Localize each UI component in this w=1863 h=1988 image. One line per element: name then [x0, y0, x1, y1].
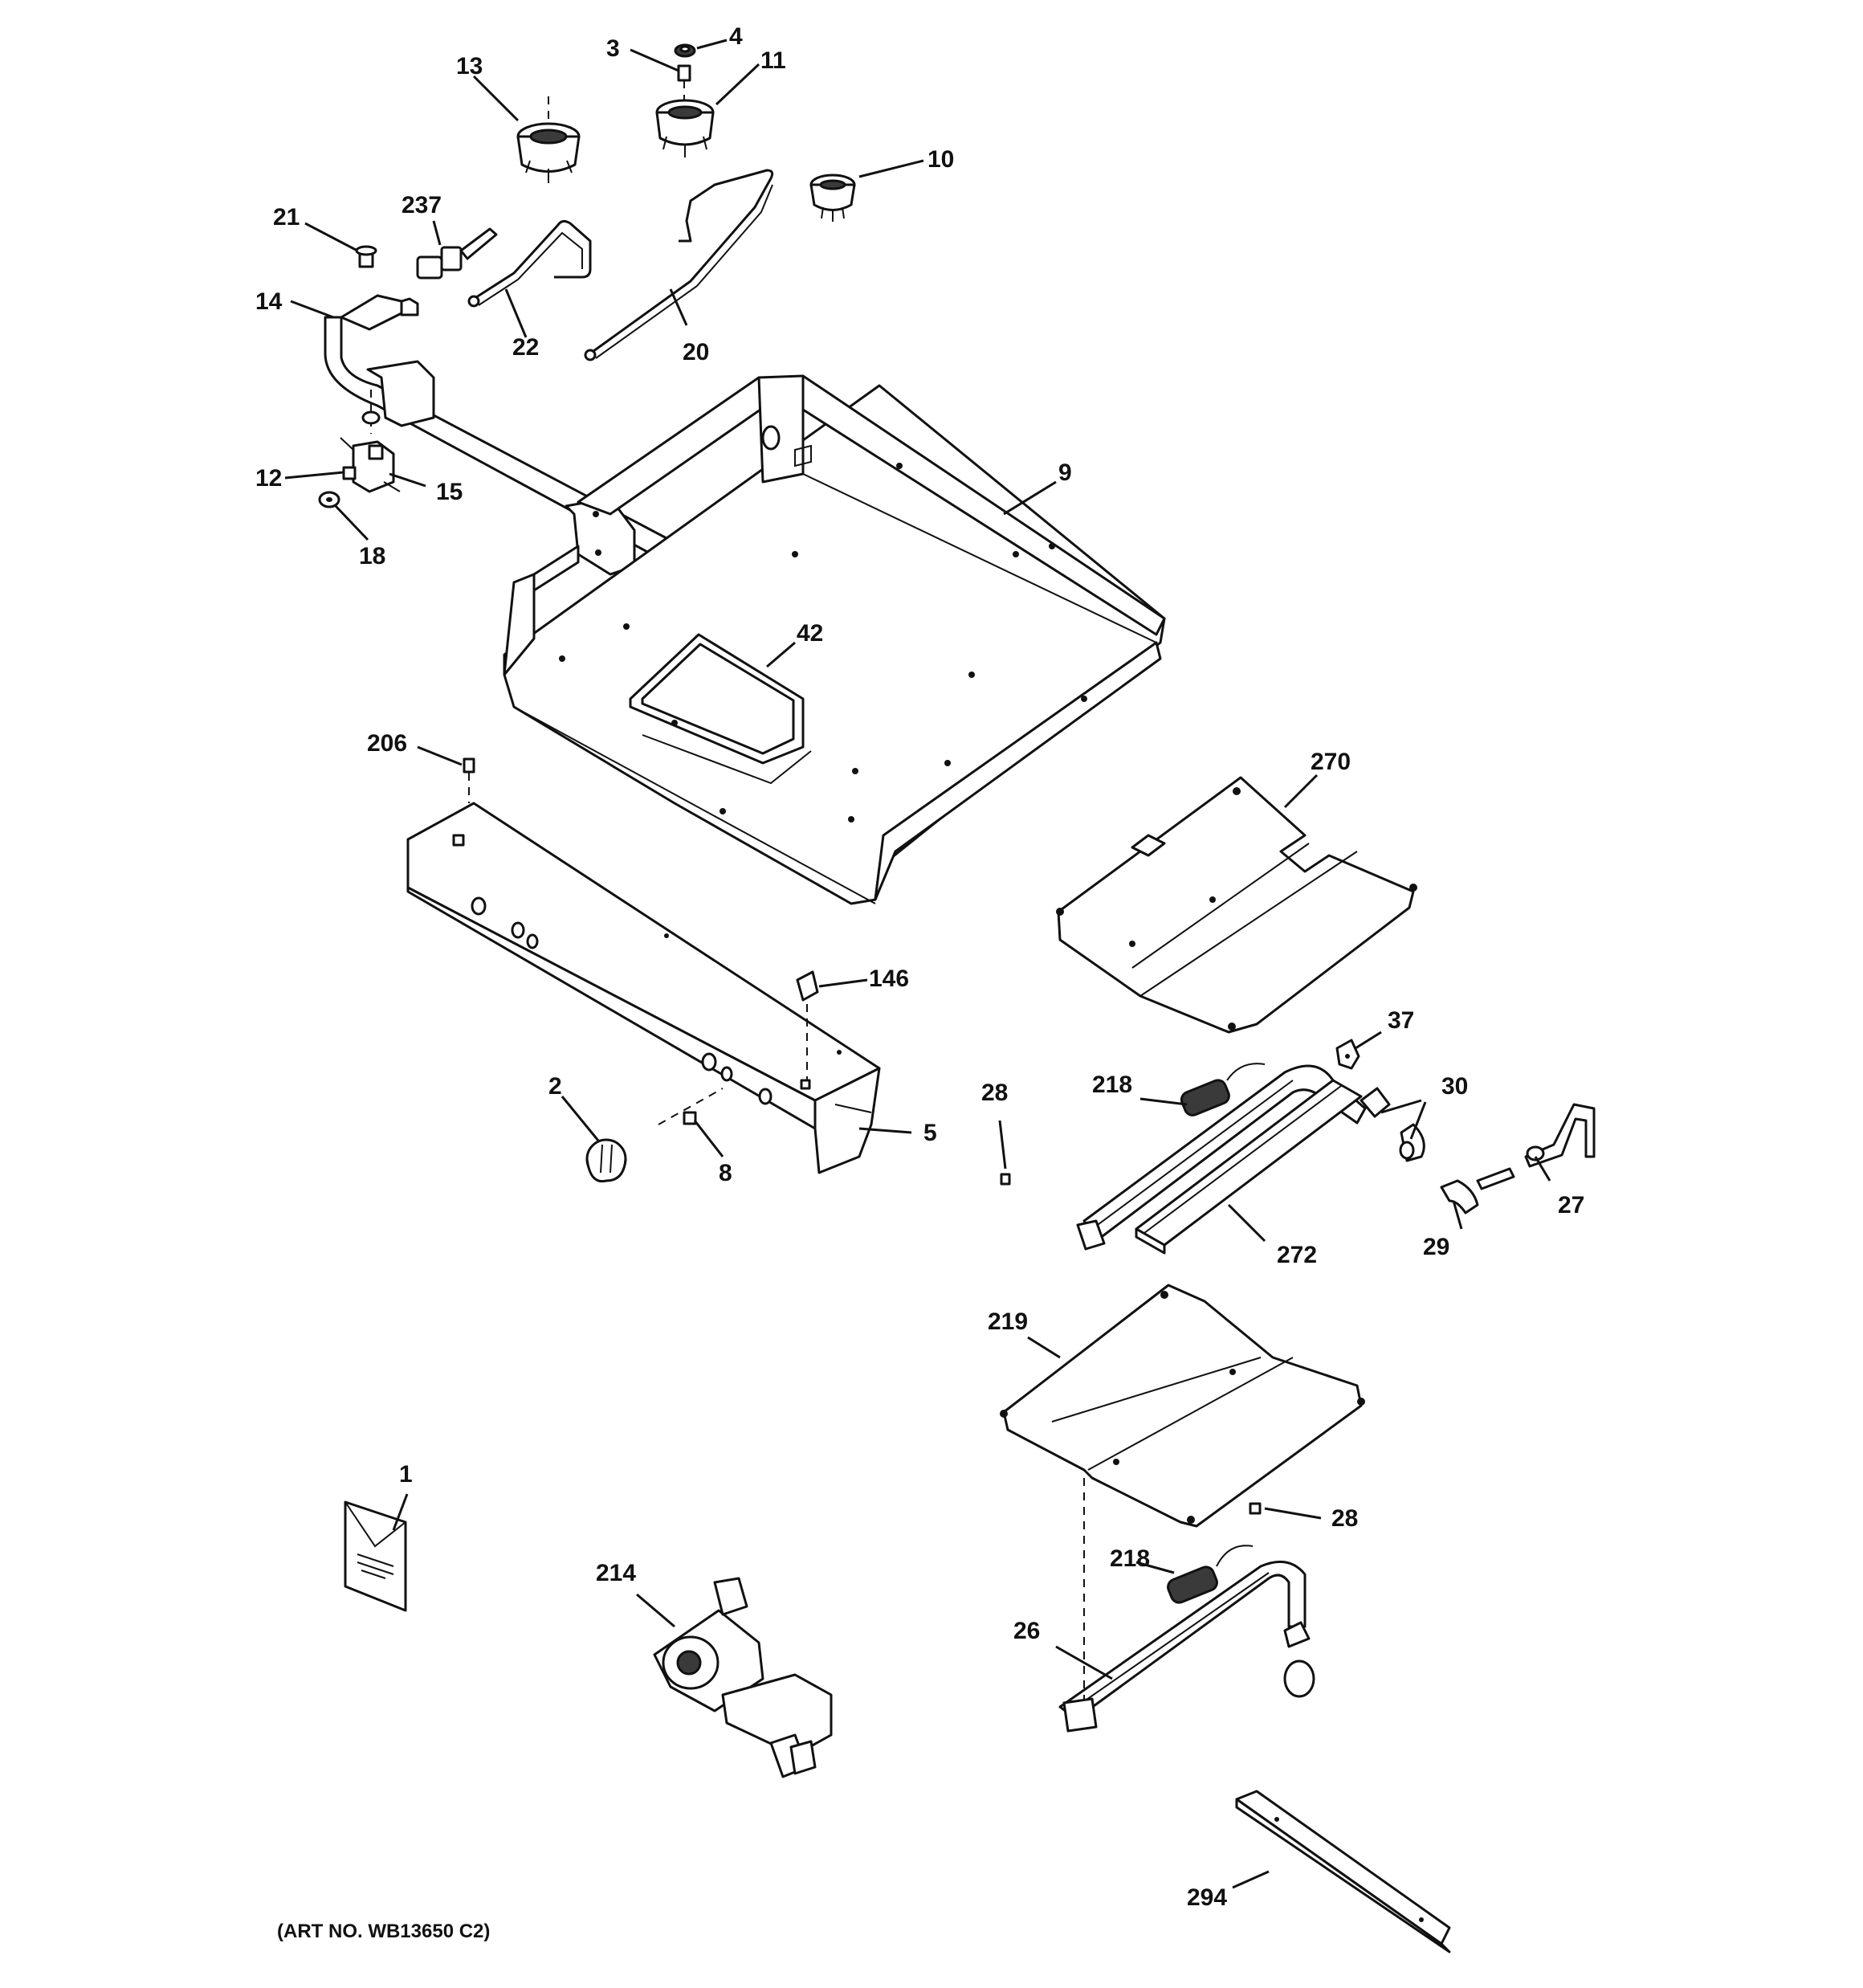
cap-4 [674, 43, 696, 58]
burner-head-13 [516, 96, 581, 183]
callout-8: 8 [719, 1160, 732, 1186]
callout-22: 22 [512, 334, 539, 361]
callout-4: 4 [729, 23, 743, 50]
burner-box-9 [503, 374, 1166, 905]
callout-5: 5 [923, 1120, 937, 1146]
screw-3 [677, 64, 691, 100]
callout-15: 15 [436, 479, 463, 505]
callout-30: 30 [1441, 1073, 1468, 1100]
callout-14: 14 [255, 288, 283, 315]
pipe-27 [1524, 1103, 1596, 1168]
art-number: (ART NO. WB13650 C2) [277, 1921, 490, 1942]
callout-28-lower: 28 [1331, 1505, 1358, 1532]
gas-tube-22 [467, 219, 592, 308]
callout-1: 1 [399, 1461, 413, 1488]
callout-146: 146 [869, 965, 909, 992]
callout-20: 20 [683, 339, 709, 365]
callout-10: 10 [927, 146, 954, 173]
callout-21: 21 [273, 204, 300, 231]
orifice-fitting-237 [416, 227, 498, 280]
burner-head-11 [655, 99, 715, 157]
callout-3: 3 [606, 35, 620, 62]
callout-2: 2 [548, 1073, 562, 1100]
heat-deflector-272 [1135, 1079, 1363, 1255]
igniter-218-lower [1167, 1545, 1254, 1604]
screw-21 [355, 245, 377, 268]
nut-12 [342, 466, 357, 480]
callout-9: 9 [1058, 459, 1072, 486]
elbow-29 [1440, 1167, 1515, 1214]
screw-28-lower [1249, 1502, 1262, 1515]
burner-head-10 [809, 173, 856, 222]
clip-146 [796, 970, 819, 1090]
callout-29: 29 [1423, 1234, 1449, 1260]
gas-valve-214 [653, 1577, 833, 1778]
burner-bracket-294 [1235, 1790, 1451, 1953]
leader-lines [284, 39, 1551, 1889]
callout-218-upper: 218 [1092, 1072, 1132, 1098]
washer-18 [318, 491, 340, 508]
burner-tube-26 [1058, 1478, 1315, 1733]
callout-11: 11 [760, 47, 786, 74]
screw-28-upper [1000, 1173, 1011, 1186]
literature-envelope-1 [344, 1500, 407, 1612]
air-shutter-30 [1360, 1087, 1425, 1162]
callout-27: 27 [1558, 1192, 1584, 1219]
screw-206 [463, 757, 475, 774]
manifold-panel-5 [406, 773, 881, 1174]
callout-206: 206 [367, 730, 407, 757]
callout-42: 42 [797, 620, 823, 647]
valve-bracket-15 [340, 390, 401, 493]
callout-272: 272 [1277, 1242, 1317, 1268]
bracket-37 [1335, 1039, 1360, 1070]
callout-26: 26 [1013, 1618, 1040, 1644]
igniter-218-upper [1180, 1063, 1266, 1116]
callout-237: 237 [402, 192, 442, 218]
callout-37: 37 [1388, 1007, 1414, 1034]
burner-tube-upper [1076, 1064, 1367, 1251]
knob-2 [585, 1138, 627, 1183]
callout-13: 13 [456, 53, 483, 80]
screw-8 [658, 1088, 724, 1125]
callout-219: 219 [988, 1308, 1028, 1335]
callout-12: 12 [255, 465, 282, 492]
callout-218-lower: 218 [1110, 1545, 1150, 1572]
burner-shield-270 [1056, 776, 1417, 1034]
callout-270: 270 [1311, 749, 1351, 775]
callout-labels: 13 3 4 11 10 237 21 14 22 20 12 15 18 9 … [255, 23, 1584, 1942]
callout-294: 294 [1187, 1884, 1227, 1911]
manifold-pipe-14 [324, 294, 668, 576]
callout-214: 214 [596, 1560, 636, 1586]
burner-shield-219 [1000, 1284, 1365, 1528]
callout-18: 18 [359, 543, 385, 569]
callout-28-upper: 28 [981, 1080, 1008, 1106]
gas-tube-20 [584, 169, 774, 361]
